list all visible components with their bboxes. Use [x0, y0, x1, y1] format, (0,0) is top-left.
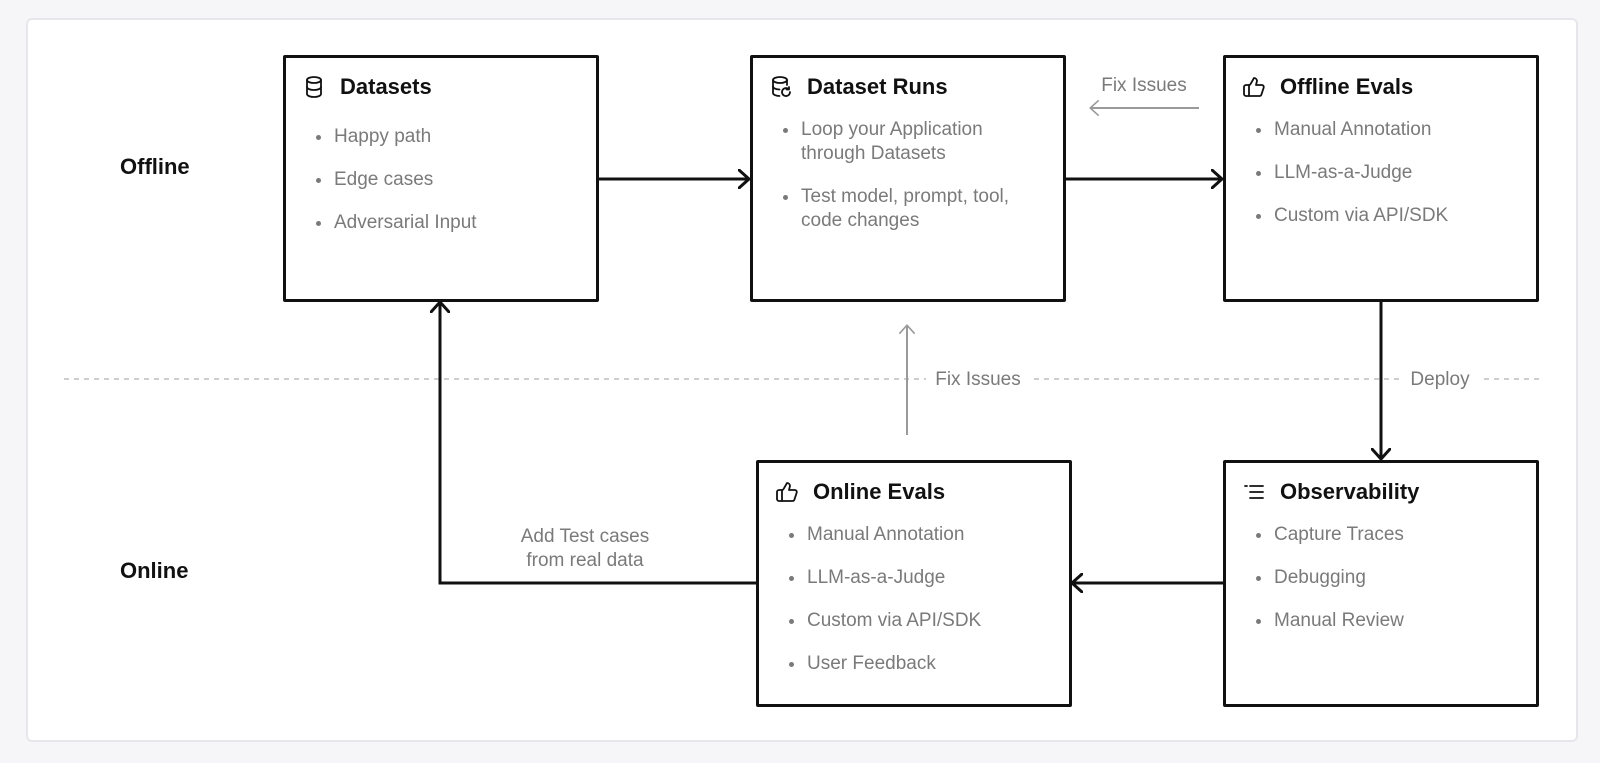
- list-item: Custom via API/SDK: [788, 610, 982, 631]
- thumbs-up-icon: [1243, 77, 1265, 97]
- list-item: Manual Annotation: [1255, 118, 1448, 142]
- dataset-runs-list: Loop your Application through Datasets T…: [767, 118, 1051, 252]
- dataset-runs-title-text: Dataset Runs: [807, 74, 948, 99]
- datasets-title: Datasets: [302, 74, 432, 100]
- list-item: LLM-as-a-Judge: [1255, 161, 1448, 185]
- list-item: Edge cases: [316, 168, 477, 192]
- observability-box: Observability Capture Traces Debugging M…: [1223, 460, 1539, 707]
- add-test-cases-label: Add Test cases from real data: [510, 525, 660, 573]
- list-item: Happy path: [316, 125, 477, 149]
- list-icon: [1244, 485, 1264, 499]
- list-item: Adversarial Input: [316, 212, 477, 233]
- fix-issues-middle-label: Fix Issues: [926, 368, 1030, 392]
- dataset-runs-title: Dataset Runs: [769, 74, 948, 100]
- observability-title: Observability: [1242, 479, 1419, 505]
- database-icon: [306, 76, 322, 98]
- dataset-runs-box: Dataset Runs Loop your Application throu…: [750, 55, 1066, 302]
- list-item: Debugging: [1256, 566, 1404, 590]
- list-item: Test model, prompt, tool, code changes: [783, 185, 1051, 233]
- list-item: Manual Annotation: [788, 523, 981, 547]
- datasets-box: Datasets Happy path Edge cases Adversari…: [283, 55, 599, 302]
- online-evals-title: Online Evals: [775, 479, 945, 505]
- offline-evals-title: Offline Evals: [1242, 74, 1413, 100]
- online-evals-list: Manual Annotation LLM-as-a-Judge Custom …: [773, 523, 981, 695]
- list-item: Loop your Application through Datasets: [783, 118, 1051, 166]
- database-refresh-icon: [772, 76, 791, 97]
- list-item: User Feedback: [788, 652, 981, 676]
- thumbs-up-icon: [776, 482, 798, 502]
- list-item: LLM-as-a-Judge: [788, 566, 981, 590]
- online-row-label: Online: [120, 558, 189, 583]
- online-evals-title-text: Online Evals: [813, 479, 946, 504]
- offline-evals-box: Offline Evals Manual Annotation LLM-as-a…: [1223, 55, 1539, 302]
- observability-list: Capture Traces Debugging Manual Review: [1240, 523, 1404, 652]
- fix-issues-top-label: Fix Issues: [1092, 74, 1196, 98]
- list-item: Custom via API/SDK: [1255, 205, 1449, 226]
- datasets-list: Happy path Edge cases Adversarial Input: [300, 125, 477, 254]
- offline-evals-list: Manual Annotation LLM-as-a-Judge Custom …: [1240, 118, 1448, 247]
- offline-evals-title-text: Offline Evals: [1280, 74, 1414, 99]
- list-item: Manual Review: [1256, 610, 1404, 631]
- arrow-add-test-cases: [440, 303, 756, 585]
- list-item: Capture Traces: [1256, 524, 1404, 545]
- datasets-title-text: Datasets: [340, 74, 432, 99]
- online-evals-box: Online Evals Manual Annotation LLM-as-a-…: [756, 460, 1072, 707]
- deploy-label: Deploy: [1400, 368, 1480, 392]
- observability-title-text: Observability: [1280, 479, 1420, 504]
- offline-row-label: Offline: [120, 154, 190, 179]
